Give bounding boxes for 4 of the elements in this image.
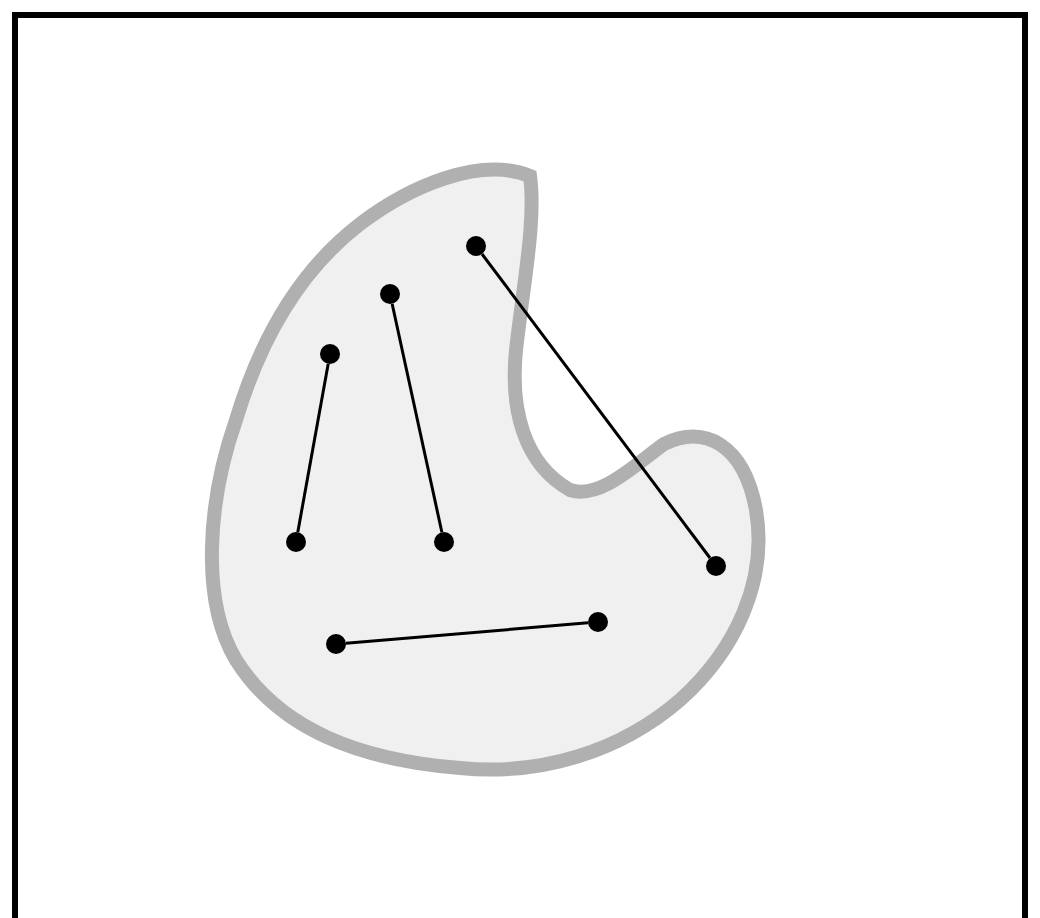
line-segment bbox=[390, 303, 444, 533]
line-segment bbox=[296, 363, 330, 533]
line-segment bbox=[480, 253, 712, 559]
line-segment bbox=[345, 621, 589, 645]
